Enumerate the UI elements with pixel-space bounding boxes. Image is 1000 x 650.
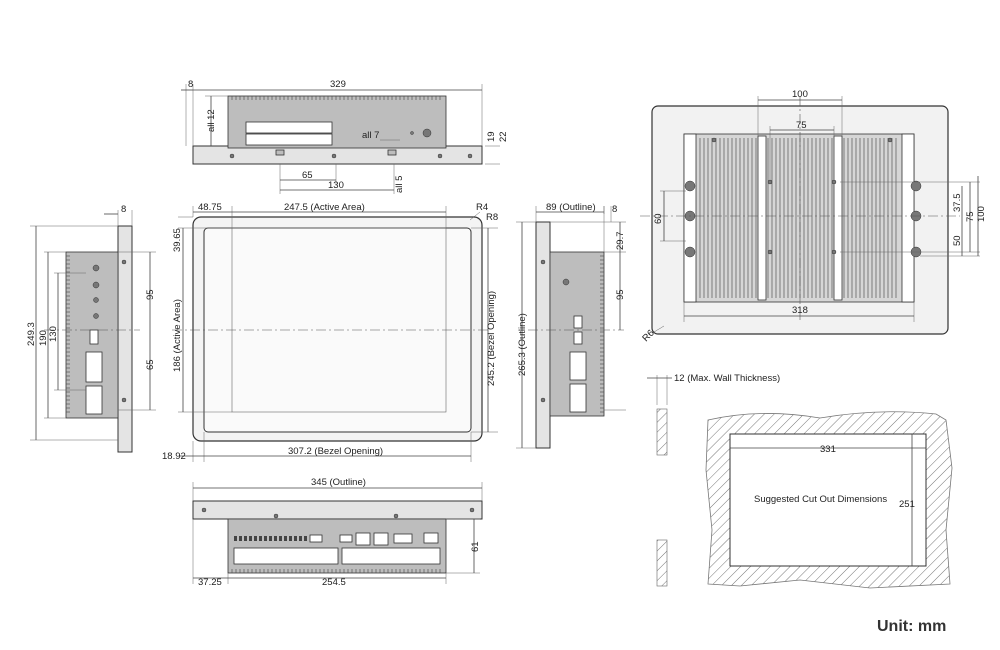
terminal-pin bbox=[249, 536, 252, 541]
right-outline-w-label: 89 (Outline) bbox=[546, 202, 596, 213]
left-h95-label: 95 bbox=[145, 289, 156, 300]
left-flange-label: 8 bbox=[121, 204, 126, 215]
bottom-view: 345 (Outline) 61 37.25 254.5 bbox=[192, 477, 483, 588]
right-h29-label: 29.7 bbox=[615, 232, 626, 251]
rear-w75-label: 75 bbox=[796, 120, 807, 131]
cutout-wall-label: 12 (Max. Wall Thickness) bbox=[674, 373, 780, 384]
top-left-height-label: all 12 bbox=[206, 109, 217, 132]
front-offset-left-label: 48.75 bbox=[198, 202, 222, 213]
top-span-large-label: 130 bbox=[328, 180, 344, 191]
front-bezel-width-label: 307.2 (Bezel Opening) bbox=[288, 446, 383, 457]
terminal-pin bbox=[284, 536, 287, 541]
rear-w100-label: 100 bbox=[792, 89, 808, 100]
rear-h50-label: 50 bbox=[952, 235, 963, 246]
top-overall-label: 329 bbox=[330, 79, 346, 90]
front-bezel-height-label: 245.2 (Bezel Opening) bbox=[486, 291, 497, 386]
bottom-offset-label: 37.25 bbox=[198, 577, 222, 588]
terminal-pin bbox=[294, 536, 297, 541]
right-h95-label: 95 bbox=[615, 289, 626, 300]
usb-port bbox=[339, 534, 353, 543]
terminal-pin bbox=[264, 536, 267, 541]
top-hole-b-label: all 5 bbox=[394, 176, 405, 193]
rear-h100-label: 100 bbox=[976, 206, 987, 222]
cutout-view: 12 (Max. Wall Thickness) 331 251 Suggest… bbox=[647, 373, 953, 589]
bottom-outline-label: 345 (Outline) bbox=[311, 477, 366, 488]
rear-h75-label: 75 bbox=[965, 211, 976, 222]
rear-view: 100 75 60 37.5 75 100 50 318 R6 bbox=[640, 89, 987, 344]
left-h190-label: 190 bbox=[38, 330, 49, 346]
rear-h60-label: 60 bbox=[653, 213, 664, 224]
rear-w318-label: 318 bbox=[792, 305, 808, 316]
front-active-height-label: 186 (Active Area) bbox=[172, 299, 183, 372]
left-side-view: 8 249.3 190 130 95 65 bbox=[26, 204, 156, 453]
bottom-span-label: 254.5 bbox=[322, 577, 346, 588]
left-h65-label: 65 bbox=[145, 359, 156, 370]
top-right-h2-label: 22 bbox=[498, 131, 509, 142]
front-view: 48.75 247.5 (Active Area) R4 R8 39.65 18… bbox=[162, 202, 498, 462]
top-flange-label: 8 bbox=[188, 79, 193, 90]
left-outline-h-label: 249.3 bbox=[26, 322, 37, 346]
usb-port bbox=[309, 534, 323, 543]
right-side-view: 89 (Outline) 8 29.7 95 265.3 (Outline) bbox=[516, 202, 626, 449]
terminal-pin bbox=[304, 536, 307, 541]
terminal-pin bbox=[259, 536, 262, 541]
front-corner-r2-label: R8 bbox=[486, 212, 498, 223]
top-right-h1-label: 19 bbox=[486, 131, 497, 142]
terminal-pin bbox=[239, 536, 242, 541]
front-corner-r1-label: R4 bbox=[476, 202, 488, 213]
terminal-pin bbox=[244, 536, 247, 541]
serial-port bbox=[393, 533, 413, 544]
terminal-pin bbox=[269, 536, 272, 541]
left-h130-label: 130 bbox=[48, 326, 59, 342]
terminal-pin bbox=[289, 536, 292, 541]
front-offset-top-label: 39.65 bbox=[172, 228, 183, 252]
terminal-pin bbox=[274, 536, 277, 541]
lan-port bbox=[373, 532, 389, 546]
cutout-height-label: 251 bbox=[899, 499, 915, 510]
rear-h37-label: 37.5 bbox=[952, 194, 963, 213]
cutout-caption: Suggested Cut Out Dimensions bbox=[754, 494, 887, 505]
unit-label: Unit: mm bbox=[877, 618, 946, 635]
terminal-pin bbox=[279, 536, 282, 541]
cutout-width-label: 331 bbox=[820, 444, 836, 455]
front-offset-bottom-label: 18.92 bbox=[162, 451, 186, 462]
right-outline-h-label: 265.3 (Outline) bbox=[517, 313, 528, 376]
lan-port bbox=[355, 532, 371, 546]
front-active-width-label: 247.5 (Active Area) bbox=[284, 202, 365, 213]
right-flange-label: 8 bbox=[612, 204, 617, 215]
top-hole-a-label: all 7 bbox=[362, 130, 379, 141]
terminal-pin bbox=[299, 536, 302, 541]
top-span-small-label: 65 bbox=[302, 170, 313, 181]
top-view: 8 329 all 12 all 7 19 22 65 130 all 5 bbox=[181, 79, 509, 194]
bottom-height-label: 61 bbox=[470, 541, 481, 552]
power-connector bbox=[423, 532, 439, 544]
terminal-pin bbox=[254, 536, 257, 541]
terminal-pin bbox=[234, 536, 237, 541]
